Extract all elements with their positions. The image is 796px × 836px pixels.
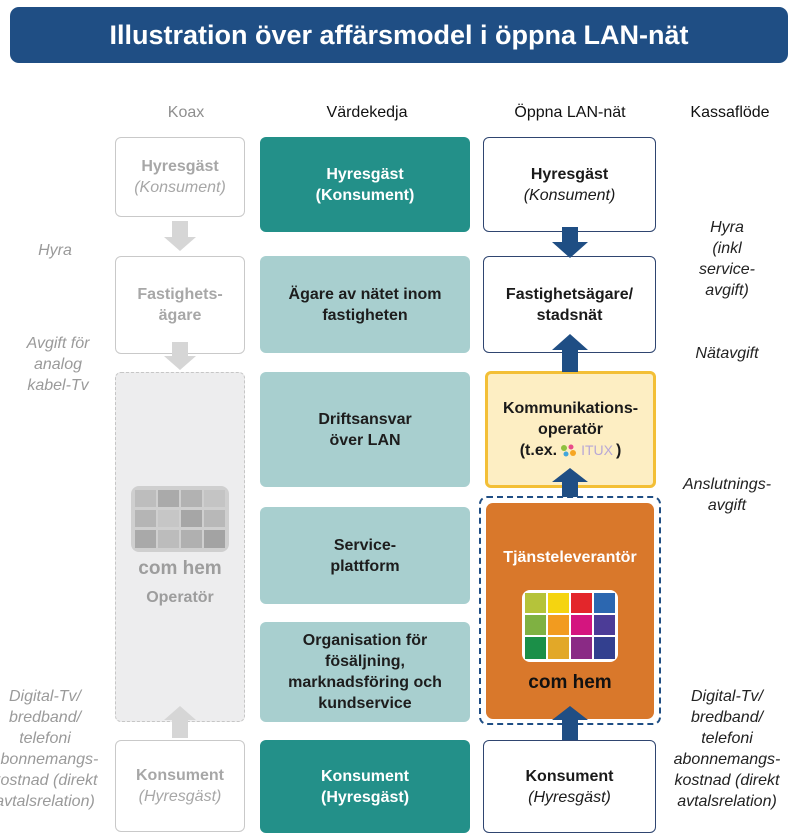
lan-konsument-subtitle: (Hyresgäst)	[528, 788, 611, 806]
column-header-vardekedja: Värdekedja	[326, 104, 408, 121]
vc-konsument-box: Konsument (Hyresgäst)	[260, 740, 470, 833]
colour-tile-grid-icon	[522, 590, 618, 662]
koax-arrow-down-1	[164, 221, 196, 251]
column-header-lan: Öppna LAN-nät	[514, 104, 626, 121]
komm-example: (t.ex. ITUX )	[520, 440, 622, 461]
left-label-avgift: Avgift för analog kabel-Tv	[26, 335, 90, 394]
komm-line1: Kommunikations-	[502, 400, 639, 417]
koax-operator-brand: com hem	[138, 558, 222, 579]
column-header-koax: Koax	[167, 104, 205, 121]
lan-konsument-box: Konsument (Hyresgäst)	[483, 740, 656, 833]
lan-tjansteleverantor-box: Tjänsteleverantör com hem	[486, 503, 654, 719]
left-label-digital: Digital-Tv/ bredband/ telefoni abonneman…	[0, 688, 99, 810]
vc-organisation-box: Organisation för fösäljning, marknadsför…	[260, 622, 470, 722]
right-label-hyra: Hyra (inkl service- avgift)	[698, 219, 755, 299]
grey-tile-grid-icon	[131, 486, 229, 552]
right-label-natavgift: Nätavgift	[695, 345, 759, 362]
komm-prefix: (t.ex.	[519, 442, 558, 459]
lan-arrow-up-3	[552, 706, 588, 740]
lan-arrow-up-2	[552, 468, 588, 497]
tjanste-label: Tjänsteleverantör	[503, 549, 637, 566]
koax-hyresgast-title: Hyresgäst	[141, 158, 219, 175]
koax-hyresgast-subtitle: (Konsument)	[134, 179, 226, 196]
lan-hyresgast-title: Hyresgäst	[530, 165, 609, 183]
koax-konsument-box: Konsument (Hyresgäst)	[115, 740, 245, 832]
left-label-hyra: Hyra	[38, 242, 72, 259]
right-label-anslutning: Anslutnings- avgift	[682, 476, 772, 514]
page-title: Illustration över affärsmodel i öppna LA…	[109, 19, 689, 50]
vc-drift-box: Driftsansvar över LAN	[260, 372, 470, 487]
lan-hyresgast-subtitle: (Konsument)	[523, 186, 616, 204]
koax-operator-label: Operatör	[146, 589, 214, 606]
vc-agare-box: Ägare av nätet inom fastigheten	[260, 256, 470, 353]
komm-suffix: )	[615, 442, 622, 459]
itux-logo-text: ITUX	[581, 442, 613, 458]
title-banner: Illustration över affärsmodel i öppna LA…	[10, 7, 788, 63]
vc-hyresgast-box: Hyresgäst (Konsument)	[260, 137, 470, 232]
lan-arrow-down-1	[552, 227, 588, 258]
koax-hyresgast-box: Hyresgäst (Konsument)	[115, 137, 245, 217]
koax-arrow-down-2	[164, 342, 196, 370]
column-header-kassaflode: Kassaflöde	[690, 104, 770, 121]
koax-operator-box: com hem Operatör	[115, 372, 245, 722]
vc-service-box: Service- plattform	[260, 507, 470, 604]
koax-konsument-title: Konsument	[136, 767, 224, 784]
itux-dots-icon	[561, 444, 577, 456]
koax-fastighetsagare-box: Fastighets- ägare	[115, 256, 245, 354]
lan-konsument-title: Konsument	[525, 767, 614, 785]
right-label-digital: Digital-Tv/ bredband/ telefoni abonneman…	[673, 688, 781, 810]
tjanste-brand: com hem	[528, 672, 612, 693]
koax-konsument-subtitle: (Hyresgäst)	[138, 788, 222, 805]
lan-arrow-up-1	[552, 334, 588, 372]
koax-arrow-up-1	[164, 706, 196, 738]
komm-line2: operatör	[538, 421, 603, 438]
lan-hyresgast-box: Hyresgäst (Konsument)	[483, 137, 656, 232]
